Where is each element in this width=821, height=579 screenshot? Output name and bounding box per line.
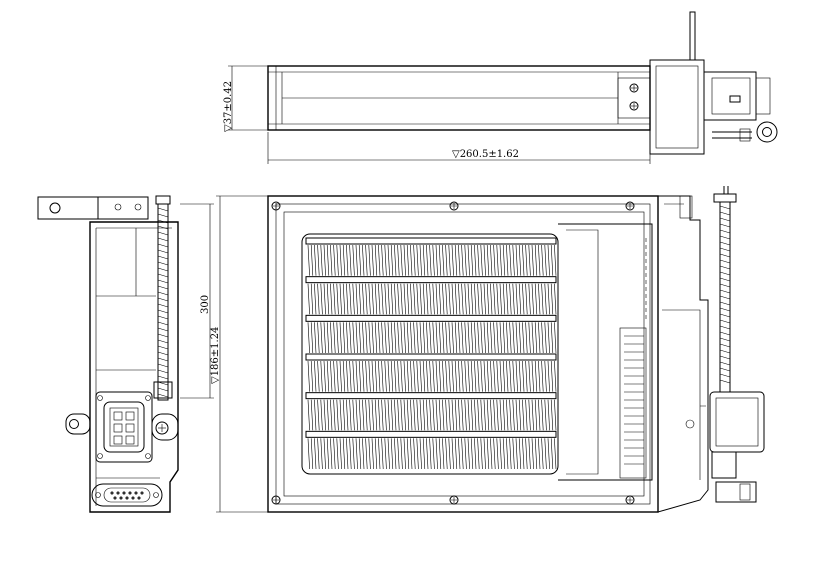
side-view: [37, 195, 214, 513]
fin-row: [307, 283, 557, 315]
fin-row: [307, 322, 557, 354]
fin-rows: [305, 237, 557, 470]
fin-row: [307, 438, 557, 470]
fin-plate: [305, 430, 557, 438]
screw-icon: [625, 495, 635, 505]
fin-plate: [305, 353, 557, 361]
top-view-housing: [649, 59, 705, 155]
fin-plate: [305, 392, 557, 400]
side-view-mounting-tab: [37, 196, 99, 220]
screw-icon: [629, 83, 639, 93]
fin-row: [307, 399, 557, 431]
screw-icon: [271, 495, 281, 505]
fin-row: [307, 360, 557, 392]
screw-icon: [629, 101, 639, 111]
top-view-bracket: [689, 11, 696, 61]
side-view-signal-connector: [91, 483, 163, 507]
front-view-housing: [657, 195, 709, 513]
fin-core: [301, 233, 559, 475]
screw-icon: [271, 201, 281, 211]
front-view-connector: [709, 391, 765, 453]
screw-icon: [449, 495, 459, 505]
screw-icon: [625, 201, 635, 211]
fin-row: [307, 244, 557, 276]
fin-plate: [305, 276, 557, 284]
threaded-rod: [157, 203, 169, 401]
terminal-ring-icon: [756, 121, 778, 143]
front-view: [216, 186, 765, 513]
mounting-hole-icon: [69, 419, 79, 429]
dim-side-height: 300: [200, 295, 211, 314]
dim-top-height: ▽37±0.42: [223, 81, 234, 132]
mounting-hole-icon: [49, 202, 61, 214]
top-view: [228, 11, 778, 164]
dim-front-height: ▽186±1.24: [210, 327, 221, 384]
ground-stud-icon: [155, 421, 169, 435]
fin-plate: [305, 314, 557, 322]
side-view-body: [89, 221, 179, 513]
dim-top-length: ▽260.5±1.62: [452, 149, 519, 160]
screw-icon: [449, 201, 459, 211]
fin-plate: [305, 237, 557, 245]
